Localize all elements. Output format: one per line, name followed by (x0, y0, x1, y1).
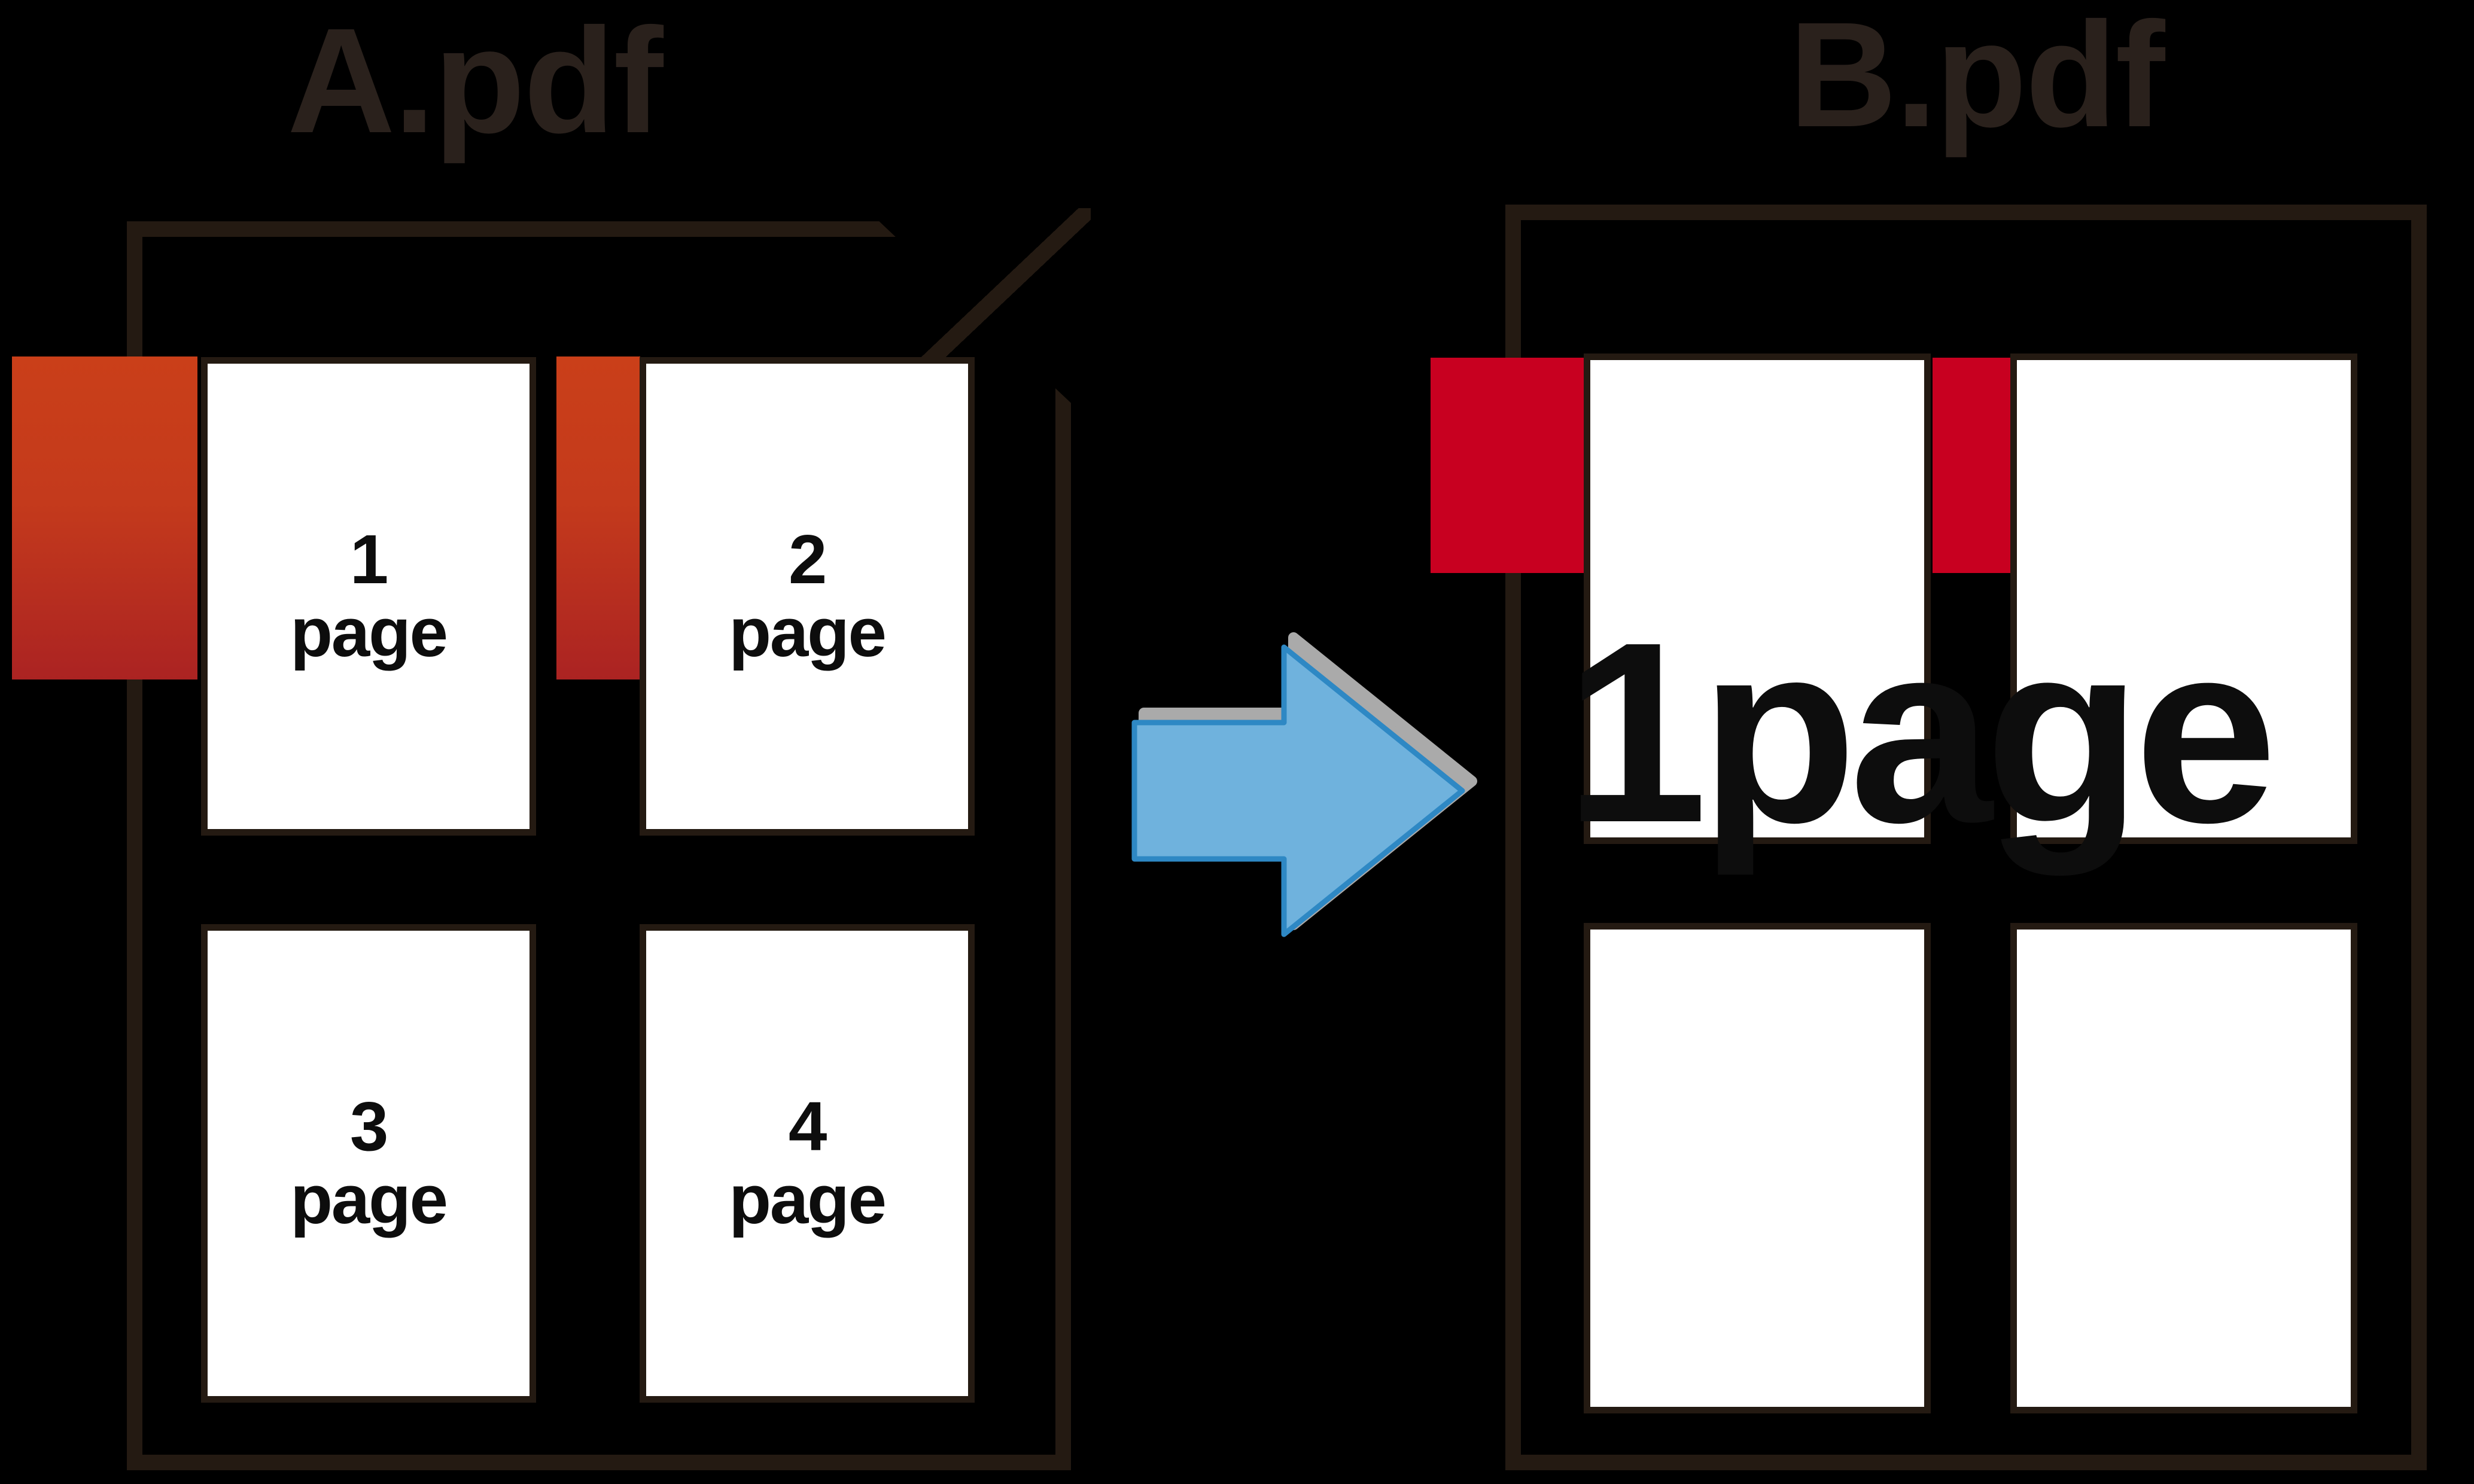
target-page-1 (1584, 354, 1931, 844)
target-page-2 (2010, 354, 2357, 844)
source-page-2-label: 2 page (729, 520, 887, 671)
bookmark-tab-middle-target (1933, 358, 2010, 573)
source-page-3-number: 3 (349, 1087, 389, 1166)
source-page-1: 1 page (201, 357, 536, 836)
source-page-4-word: page (729, 1160, 887, 1238)
source-document-title: A.pdf (287, 0, 664, 164)
source-page-1-label: 1 page (290, 520, 448, 671)
target-page-3 (1584, 923, 1931, 1413)
source-page-3: 3 page (201, 924, 536, 1403)
source-page-3-word: page (290, 1160, 448, 1238)
source-page-4: 4 page (640, 924, 975, 1403)
source-page-3-label: 3 page (290, 1087, 448, 1238)
arrow-body (1131, 644, 1465, 937)
source-page-1-word: page (290, 593, 448, 671)
target-page-4 (2010, 923, 2357, 1413)
source-page-4-label: 4 page (729, 1087, 887, 1238)
target-document-title: B.pdf (1789, 0, 2165, 158)
bookmark-tab-left-target (1431, 358, 1601, 573)
bookmark-tab-middle-source (556, 356, 640, 679)
source-page-2-word: page (729, 593, 887, 671)
right-arrow-icon (1131, 632, 1477, 937)
source-page-2: 2 page (640, 357, 975, 836)
transform-arrow (1124, 622, 1483, 963)
source-page-2-number: 2 (788, 520, 827, 599)
source-page-1-number: 1 (349, 520, 389, 599)
target-overlay-label: 1page (1565, 589, 2277, 876)
bookmark-tab-left-source (12, 356, 197, 679)
source-page-4-number: 4 (788, 1087, 827, 1166)
